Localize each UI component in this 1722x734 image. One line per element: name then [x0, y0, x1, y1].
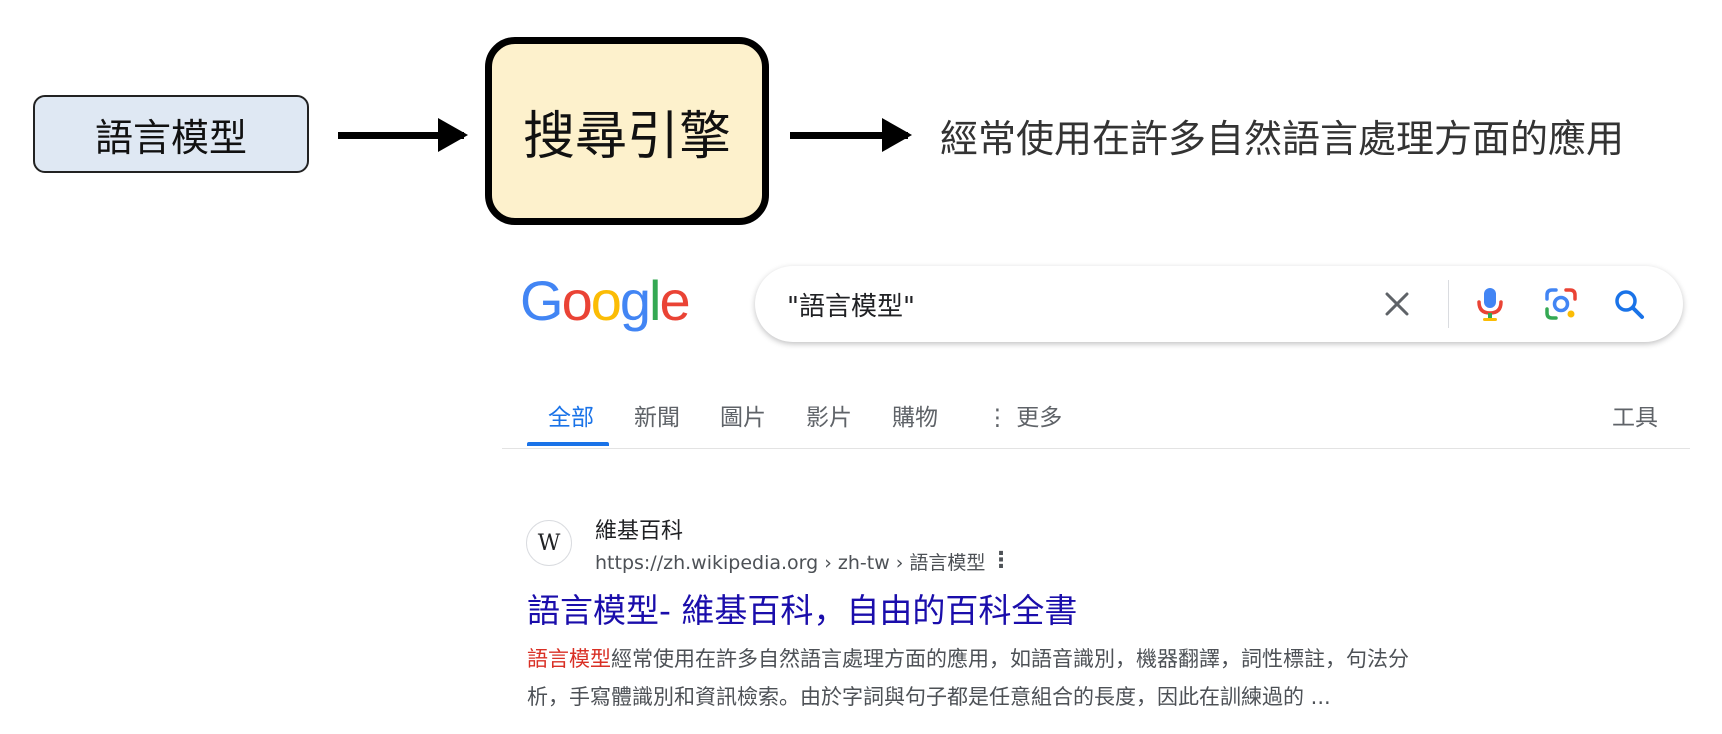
tab-news[interactable]: 新聞 — [634, 405, 680, 431]
input-label: 語言模型 — [94, 115, 247, 160]
search-tabs: 全部 新聞 圖片 影片 購物 ⋮ 更多 工具 — [502, 390, 1690, 449]
close-icon — [1385, 292, 1409, 316]
lens-icon — [1545, 288, 1577, 320]
logo-letter: o — [561, 269, 593, 332]
arrow-right-icon — [790, 118, 912, 152]
search-input[interactable]: "語言模型" — [787, 292, 915, 322]
wikipedia-icon[interactable]: W — [526, 520, 572, 566]
arrow-right-icon — [338, 118, 468, 152]
mic-icon — [1477, 288, 1503, 321]
snippet-line-1: 語言模型經常使用在許多自然語言處理方面的應用，如語音識別，機器翻譯，詞性標註，句… — [527, 640, 1547, 678]
logo-letter: l — [649, 269, 662, 332]
tab-videos[interactable]: 影片 — [806, 405, 852, 431]
output-text: 經常使用在許多自然語言處理方面的應用 — [940, 117, 1625, 161]
logo-letter: o — [590, 269, 622, 332]
active-tab-indicator — [527, 442, 609, 446]
search-button[interactable] — [1605, 280, 1653, 328]
result-url[interactable]: https://zh.wikipedia.org › zh-tw › 語言模型 — [595, 552, 986, 574]
snippet-highlight: 語言模型 — [527, 647, 611, 671]
lens-search-button[interactable] — [1537, 280, 1585, 328]
engine-label: 搜尋引擎 — [522, 106, 731, 167]
more-options-icon[interactable]: ⋮ — [990, 548, 1012, 573]
tools-button[interactable]: 工具 — [1612, 405, 1658, 431]
search-engine-box: 搜尋引擎 — [485, 37, 769, 225]
logo-letter: e — [659, 269, 690, 332]
tab-more[interactable]: ⋮ 更多 — [986, 405, 1063, 431]
search-icon — [1615, 290, 1644, 319]
snippet-text: 經常使用在許多自然語言處理方面的應用，如語音識別，機器翻譯，詞性標註，句法分 — [611, 647, 1409, 671]
search-bar[interactable]: "語言模型" — [755, 266, 1683, 342]
snippet-line-2: 析，手寫體識別和資訊檢索。由於字詞與句子都是任意組合的長度，因此在訓練過的 ..… — [527, 685, 1331, 709]
divider — [1448, 280, 1449, 328]
tab-all[interactable]: 全部 — [548, 405, 594, 431]
logo-letter: g — [619, 269, 651, 332]
google-logo[interactable]: Google — [520, 268, 691, 333]
tab-images[interactable]: 圖片 — [720, 405, 766, 431]
result-snippet: 語言模型經常使用在許多自然語言處理方面的應用，如語音識別，機器翻譯，詞性標註，句… — [527, 640, 1547, 716]
voice-search-button[interactable] — [1466, 280, 1514, 328]
tab-shopping[interactable]: 購物 — [892, 405, 938, 431]
clear-button[interactable] — [1373, 280, 1421, 328]
result-site-name[interactable]: 維基百科 — [595, 519, 684, 544]
input-box: 語言模型 — [33, 95, 309, 173]
result-title-link[interactable]: 語言模型- 維基百科，自由的百科全書 — [527, 591, 1078, 630]
logo-letter: G — [520, 269, 564, 332]
